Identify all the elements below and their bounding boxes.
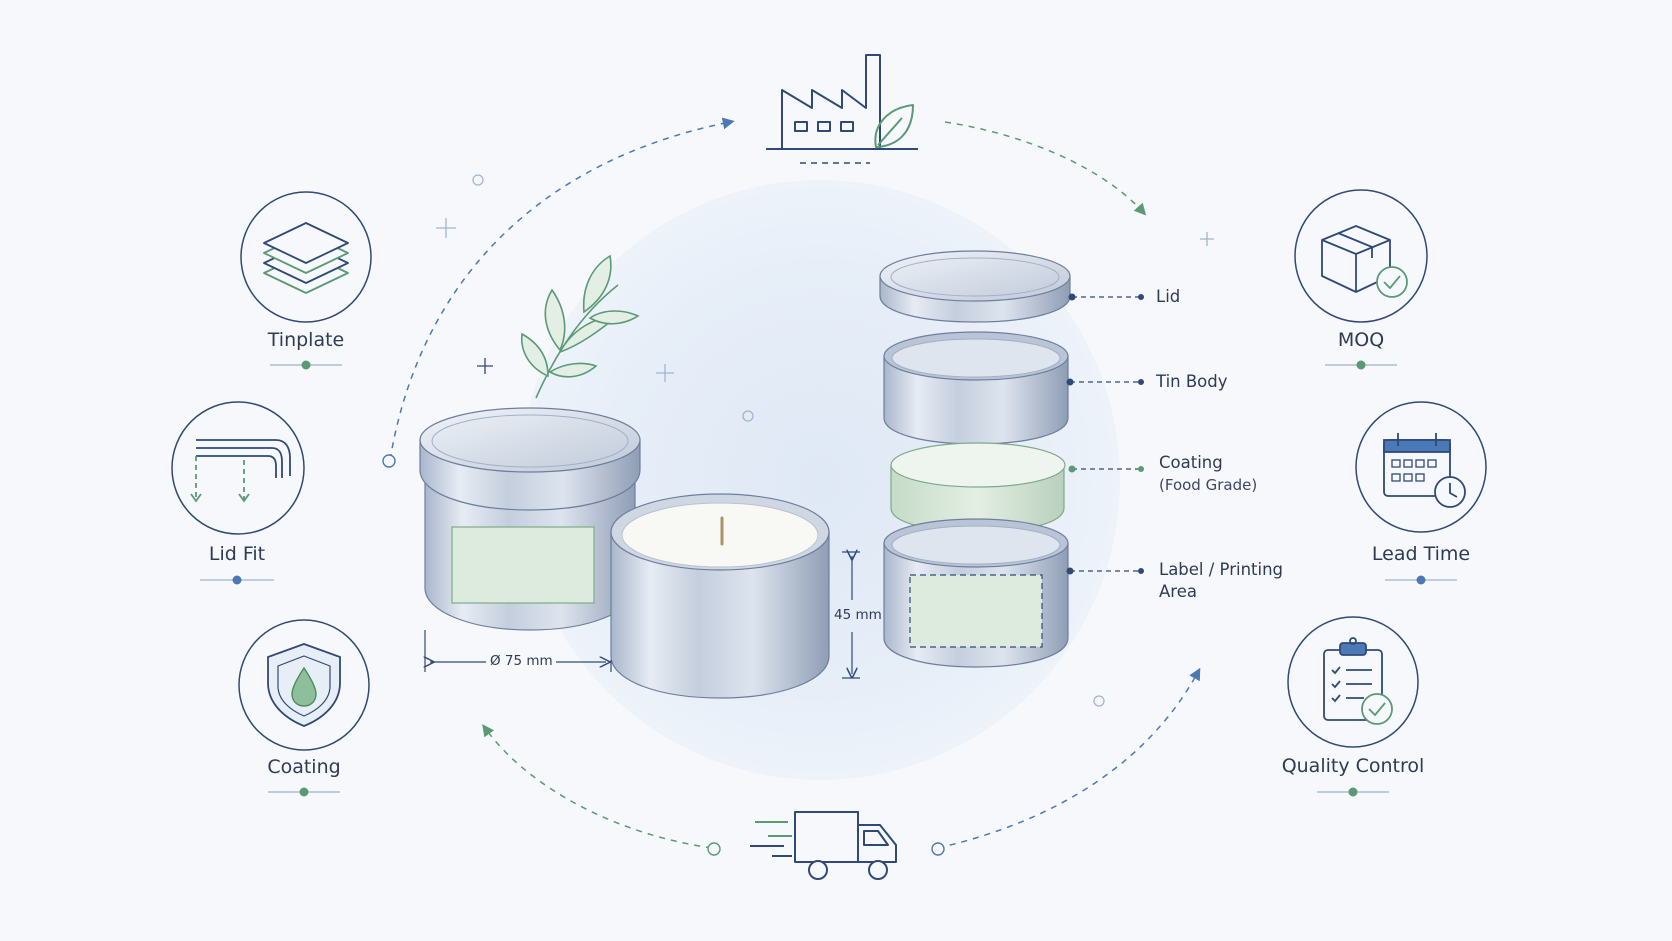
shield-drop-icon xyxy=(267,643,341,727)
factory-icon xyxy=(766,54,918,164)
callout-coating: Coating (Food Grade) xyxy=(1159,452,1257,496)
callout-label-area-line1: Label / Printing xyxy=(1159,560,1284,579)
exploded-tin xyxy=(879,250,1071,668)
callout-dots xyxy=(1066,293,1144,575)
callout-label-area-line2: Area xyxy=(1159,582,1197,601)
exploded-label-area xyxy=(883,518,1069,668)
flow-arrow-bottom-right xyxy=(937,667,1201,849)
leaf-sprig xyxy=(521,254,640,399)
candle-tin xyxy=(610,493,830,699)
exploded-coating xyxy=(890,442,1066,533)
feature-label-lid-fit: Lid Fit xyxy=(208,543,266,565)
feature-label-moq: MOQ xyxy=(1337,329,1385,351)
delivery-truck-icon xyxy=(750,811,897,880)
closed-tin xyxy=(419,407,641,631)
flow-arrow-top-right xyxy=(944,121,1147,216)
flow-nodes xyxy=(382,454,945,856)
callout-label-area: Label / Printing Area xyxy=(1159,559,1283,603)
callout-coating-title: Coating xyxy=(1159,453,1223,472)
flow-arrow-top-left xyxy=(389,117,735,461)
calendar-clock-icon xyxy=(1383,433,1466,508)
exploded-body xyxy=(883,331,1069,445)
feature-label-quality-control: Quality Control xyxy=(1281,755,1425,777)
callout-tin-body: Tin Body xyxy=(1156,372,1228,391)
clipboard-check-icon xyxy=(1323,637,1393,725)
lid-fit-icon xyxy=(190,439,291,503)
dimension-diameter: Ø 75 mm xyxy=(490,653,553,669)
callout-leaders xyxy=(1070,296,1140,572)
layers-icon xyxy=(263,222,349,294)
feature-label-coating: Coating xyxy=(267,756,341,778)
feature-label-lead-time: Lead Time xyxy=(1371,543,1471,565)
tin-label-area xyxy=(451,526,595,604)
decorative-sparkles xyxy=(436,174,1214,707)
callout-lid: Lid xyxy=(1156,287,1181,306)
flow-arrows xyxy=(389,117,1201,849)
dimension-height: 45 mm xyxy=(834,607,882,623)
exploded-lid xyxy=(879,250,1071,323)
flow-arrow-bottom-left xyxy=(482,724,713,849)
feature-dots xyxy=(232,360,1426,797)
feature-label-tinplate: Tinplate xyxy=(267,329,345,351)
dimension-lines xyxy=(425,552,860,679)
callout-coating-subtitle: (Food Grade) xyxy=(1159,476,1258,494)
box-check-icon xyxy=(1321,225,1408,298)
